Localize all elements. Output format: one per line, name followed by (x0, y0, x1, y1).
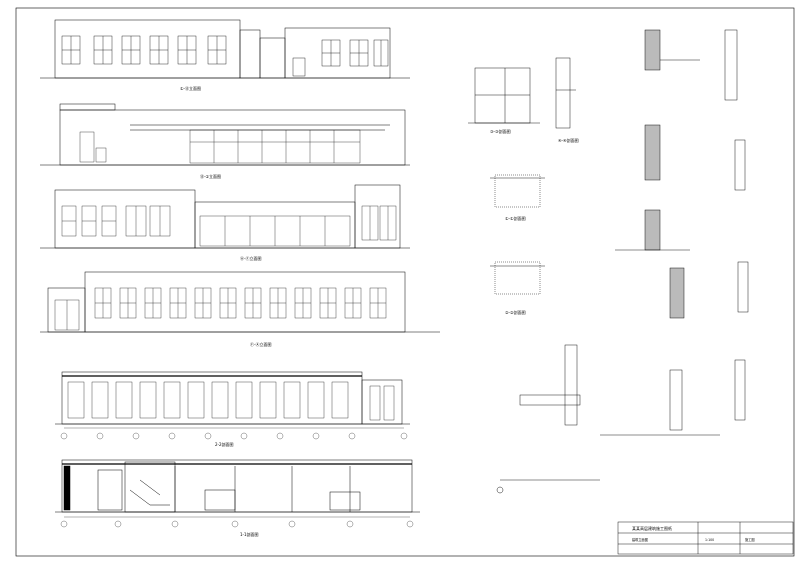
section-1-title: 1-1剖面图 (240, 531, 259, 537)
detail-4-title: ④-④剖面图 (558, 137, 579, 143)
wall-details (600, 29, 749, 436)
section-2-title: 2-2剖面图 (215, 441, 234, 447)
title-block-row-3: 施工图 (745, 537, 755, 542)
sheet-border (15, 7, 795, 557)
elev-3-title: Ⓐ-Ⓕ立面图 (240, 255, 261, 261)
title-block: 某某高层建筑施工图纸 建筑立面图 1:100 施工图 (617, 521, 794, 555)
elevation-3: Ⓐ-Ⓕ立面图 (40, 184, 410, 261)
elev-4-title: Ⓕ-Ⓐ立面图 (250, 341, 271, 347)
section-1-1: 1-1剖面图 (55, 459, 420, 537)
detail-section-2: ②-②剖面图 (490, 261, 545, 315)
detail-2-title: ②-②剖面图 (505, 309, 526, 315)
detail-section-4: ④-④剖面图 (555, 57, 579, 143)
section-2-2: 2-2剖面图 (55, 371, 410, 447)
detail-section-3: ③-③剖面图 (468, 67, 540, 134)
elev-1-title: ①-⑬立面图 (180, 85, 201, 91)
title-block-project: 某某高层建筑施工图纸 (632, 525, 672, 531)
detail-3-title: ③-③剖面图 (490, 128, 511, 134)
detail-1-title: ①-①剖面图 (505, 215, 526, 221)
detail-section-1: ①-①剖面图 (490, 174, 545, 221)
title-block-row-2: 1:100 (705, 538, 714, 542)
detail-wall-large (496, 344, 600, 494)
elevation-1: ①-⑬立面图 (40, 19, 410, 91)
elevation-4: Ⓕ-Ⓐ立面图 (40, 271, 440, 347)
elevation-2: ⑬-①立面图 (40, 103, 410, 179)
title-block-row-1: 建筑立面图 (632, 537, 648, 542)
elev-2-title: ⑬-①立面图 (200, 173, 221, 179)
